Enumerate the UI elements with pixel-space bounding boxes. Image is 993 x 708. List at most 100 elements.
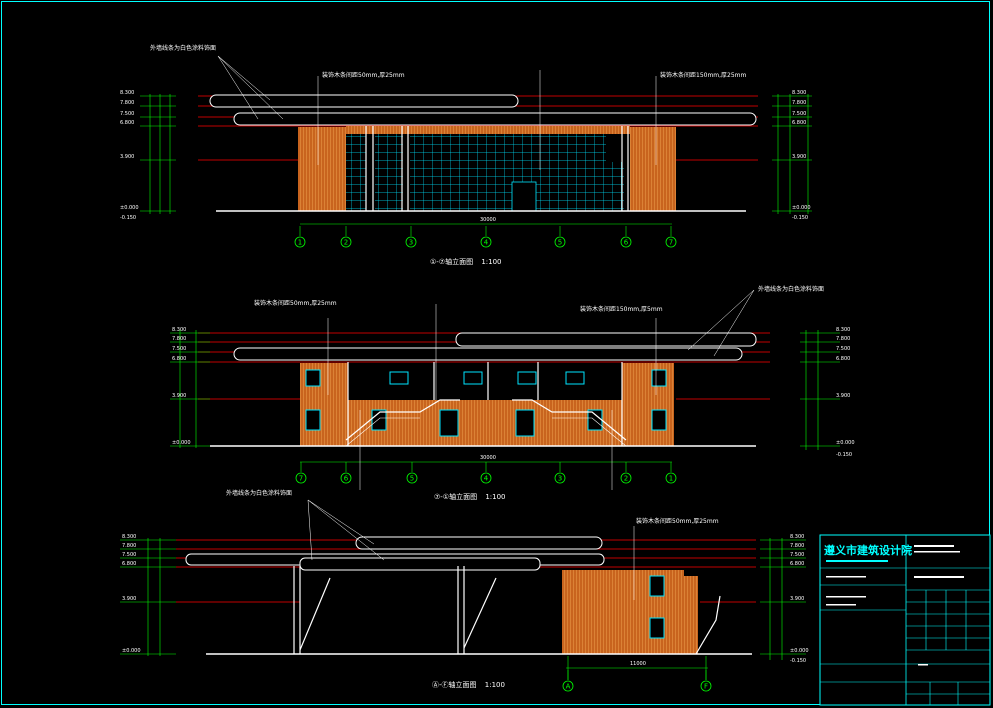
- level-label: 7.500: [836, 346, 850, 352]
- overall-dimension: 30000: [480, 217, 496, 223]
- level-label: 7.500: [790, 552, 804, 558]
- axis-label: 2: [624, 475, 628, 483]
- note: 装饰木条间距150mm,厚5mm: [580, 306, 663, 313]
- elevation-3: 11000: [120, 499, 806, 680]
- level-label: 3.900: [120, 154, 134, 160]
- level-label: ±0.000: [120, 205, 139, 211]
- level-label: -0.150: [120, 215, 136, 221]
- axis-label: 3: [558, 475, 562, 483]
- level-label: 3.900: [790, 596, 804, 602]
- level-label: 8.300: [122, 534, 136, 540]
- level-label: 7.500: [792, 111, 806, 117]
- level-label: 6.800: [836, 356, 850, 362]
- level-label: -0.150: [836, 452, 852, 458]
- wood-cladding: [298, 127, 346, 211]
- level-label: ±0.000: [792, 205, 811, 211]
- axis-bubble: [700, 680, 712, 692]
- level-label: 7.800: [836, 336, 850, 342]
- axis-bubble: [480, 236, 492, 248]
- glass-curtain-wall: [410, 134, 606, 211]
- axis-label: 6: [344, 475, 349, 483]
- note: 外墙线条为白色涂料饰面: [226, 490, 293, 497]
- axis-label: 4: [484, 475, 489, 483]
- axis-bubble: [405, 236, 417, 248]
- note: 装饰木条间距50mm,厚25mm: [636, 518, 719, 525]
- note: 装饰木条间距50mm,厚25mm: [322, 72, 405, 79]
- axis-label: 5: [558, 239, 562, 247]
- axis-bubble: [665, 472, 677, 484]
- elevation-title: Ⓐ-Ⓕ轴立面图 1:100: [432, 681, 505, 689]
- axis-label: 3: [409, 239, 413, 247]
- axis-bubble: [294, 236, 306, 248]
- level-label: 6.800: [792, 120, 806, 126]
- glass-curtain-wall: [346, 134, 366, 211]
- level-label: 7.800: [122, 543, 136, 549]
- axis-bubble: [562, 680, 574, 692]
- level-label: 8.300: [120, 90, 134, 96]
- level-label: 8.300: [836, 327, 850, 333]
- level-label: 3.900: [792, 154, 806, 160]
- level-label: 7.800: [792, 100, 806, 106]
- axis-bubble: [554, 472, 566, 484]
- elevation-2: 30000: [170, 289, 840, 490]
- note: 装饰木条间距50mm,厚25mm: [254, 300, 337, 307]
- overall-dimension: 11000: [630, 661, 646, 667]
- title-block: 遵义市建筑设计院: [819, 534, 991, 706]
- elevation-1: 30000: [140, 55, 812, 225]
- level-label: 8.300: [792, 90, 806, 96]
- axis-label: 2: [344, 239, 348, 247]
- overall-dimension: 30000: [480, 455, 496, 461]
- axis-label: 4: [484, 239, 489, 247]
- level-label: 7.500: [122, 552, 136, 558]
- axis-label: 1: [298, 239, 302, 247]
- level-label: -0.150: [792, 215, 808, 221]
- level-label: ±0.000: [836, 440, 855, 446]
- axis-bubble: [620, 236, 632, 248]
- axis-label: 7: [299, 475, 303, 483]
- glass-curtain-wall: [375, 134, 403, 211]
- level-label: 7.500: [120, 111, 134, 117]
- axis-label: 6: [624, 239, 629, 247]
- level-label: ±0.000: [122, 648, 141, 654]
- level-label: ±0.000: [172, 440, 191, 446]
- level-label: 7.800: [790, 543, 804, 549]
- level-label: -0.150: [790, 658, 806, 664]
- level-label: 3.900: [172, 393, 186, 399]
- note: 装饰木条间距150mm,厚25mm: [660, 72, 747, 79]
- axis-label: 5: [410, 475, 414, 483]
- level-label: ±0.000: [790, 648, 809, 654]
- axis-bubble: [295, 472, 307, 484]
- level-label: 6.800: [122, 561, 136, 567]
- axis-label: A: [566, 683, 571, 691]
- level-label: 6.800: [172, 356, 186, 362]
- level-label: 7.800: [120, 100, 134, 106]
- axis-label: F: [704, 683, 708, 691]
- axis-bubble: [665, 236, 677, 248]
- axis-label: 7: [669, 239, 673, 247]
- note: 外墙线条为白色涂料饰面: [150, 45, 217, 52]
- level-label: 8.300: [172, 327, 186, 333]
- axis-bubble: [340, 236, 352, 248]
- axis-bubble: [554, 236, 566, 248]
- level-label: 7.800: [172, 336, 186, 342]
- level-label: 6.800: [120, 120, 134, 126]
- level-label: 3.900: [836, 393, 850, 399]
- design-institute-name: 遵义市建筑设计院: [824, 543, 912, 557]
- axis-markers: 1 2 3 4 5 6 7 7 6 5 4 3 2 1A F: [294, 226, 712, 692]
- note: 外墙线条为白色涂料饰面: [758, 286, 825, 293]
- axis-bubble: [480, 472, 492, 484]
- level-labels: 8.300 7.800 7.500 6.800 3.900 ±0.000 -0.150 8.3…: [120, 90, 855, 664]
- level-label: 3.900: [122, 596, 136, 602]
- level-label: 7.500: [172, 346, 186, 352]
- axis-bubble: [340, 472, 352, 484]
- elevation-title: ①-⑦轴立面图 1:100: [430, 258, 502, 266]
- level-label: 8.300: [790, 534, 804, 540]
- elevation-title: ⑦-①轴立面图 1:100: [434, 493, 506, 501]
- axis-bubble: [620, 472, 632, 484]
- axis-bubble: [406, 472, 418, 484]
- wood-cladding: [630, 127, 676, 211]
- axis-label: 1: [669, 475, 673, 483]
